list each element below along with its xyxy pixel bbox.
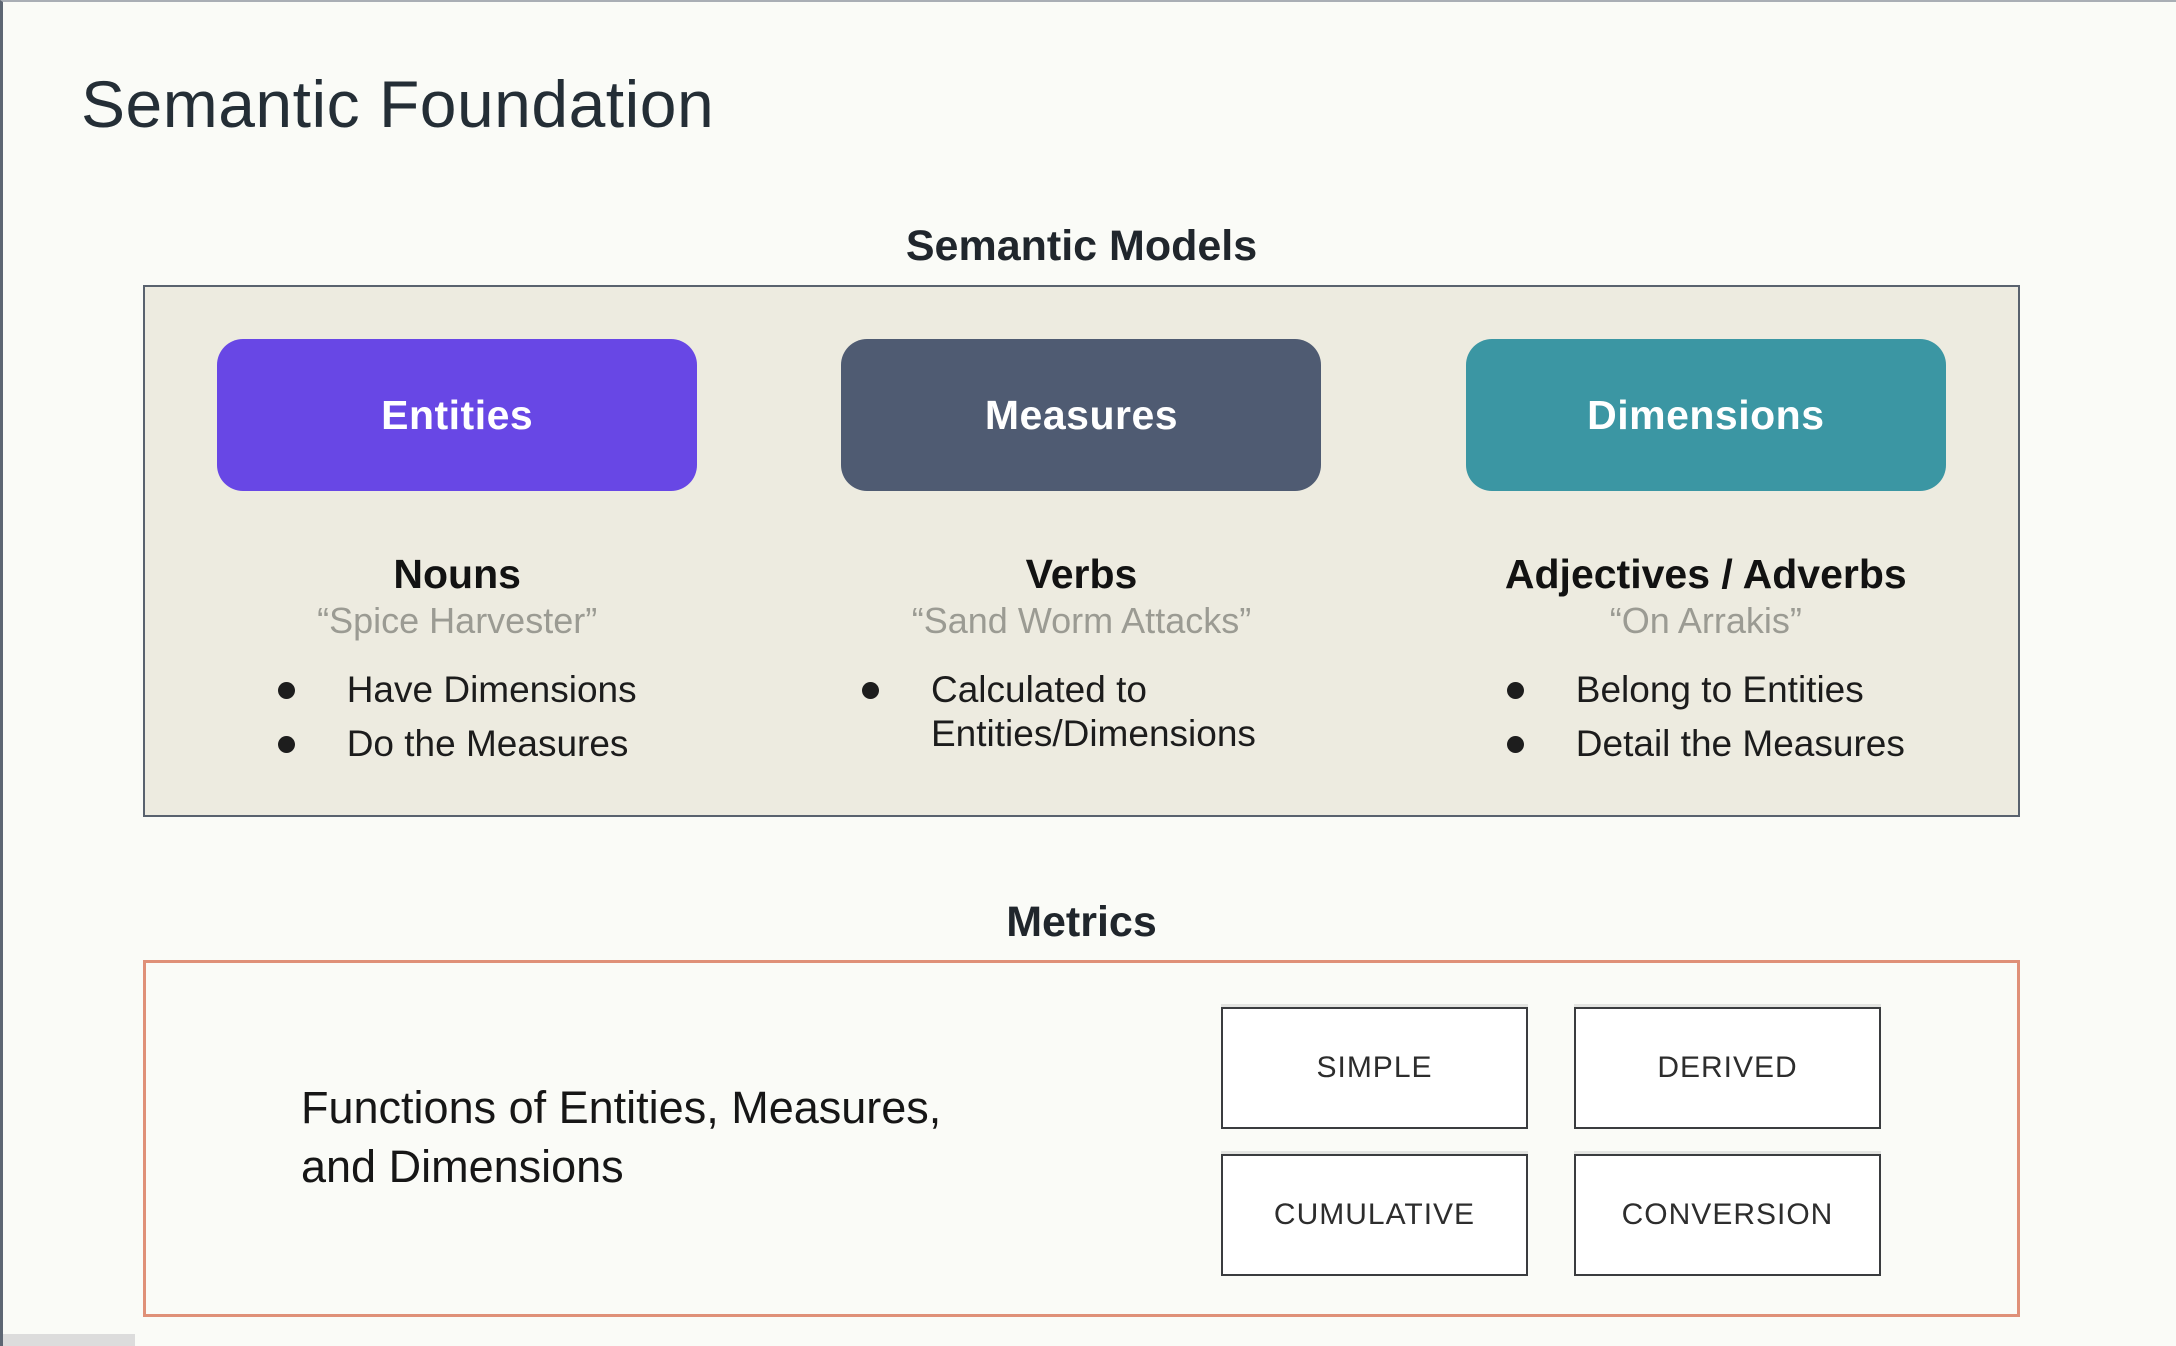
dimensions-quote: “On Arrakis” <box>1609 600 1802 641</box>
bullet-item: Belong to Entities <box>1506 668 1905 712</box>
bullet-dot-icon <box>861 682 879 699</box>
metric-type-box-conversion: CONVERSION <box>1574 1154 1881 1276</box>
bullet-text: Have Dimensions <box>346 669 637 710</box>
dimensions-pill: Dimensions <box>1465 339 1946 491</box>
entities-pill: Entities <box>217 339 698 491</box>
page-title: Semantic Foundation <box>81 67 715 141</box>
metric-type-box-derived: DERIVED <box>1574 1007 1881 1129</box>
entities-quote: “Spice Harvester” <box>317 600 598 641</box>
functions-description-line2: and Dimensions <box>301 1140 624 1192</box>
dimensions-word-class: Adjectives / Adverbs <box>1504 551 1907 597</box>
measures-pill: Measures <box>841 339 1322 491</box>
bullet-text: Do the Measures <box>346 722 629 764</box>
dimensions-column: Dimensions Adjectives / Adverbs “On Arra… <box>1394 287 2018 815</box>
semantic-models-panel: Entities Nouns “Spice Harvester” Have Di… <box>143 285 2020 817</box>
metrics-label: Metrics <box>1006 898 1157 946</box>
bullet-text: Detail the Measures <box>1575 722 1905 764</box>
bullet-dot-icon <box>1506 735 1524 753</box>
bullet-item: Have Dimensions <box>277 668 637 712</box>
bullet-dot-icon <box>277 682 295 699</box>
functions-description: Functions of Entities, Measures, and Dim… <box>301 1079 941 1196</box>
bullet-item: Calculated to Entities/Dimensions <box>861 668 1301 755</box>
dimensions-bullet-list: Belong to Entities Detail the Measures <box>1506 668 1905 766</box>
measures-word-class: Verbs <box>1025 551 1138 597</box>
bullet-text: Calculated to Entities/Dimensions <box>930 669 1256 754</box>
measures-quote: “Sand Worm Attacks” <box>911 600 1252 641</box>
bullet-dot-icon <box>1506 682 1524 699</box>
measures-column: Measures Verbs “Sand Worm Attacks” Calcu… <box>769 287 1393 815</box>
bullet-dot-icon <box>277 735 295 753</box>
entities-bullet-list: Have Dimensions Do the Measures <box>277 668 637 766</box>
entities-column: Entities Nouns “Spice Harvester” Have Di… <box>145 287 769 815</box>
entities-word-class: Nouns <box>393 551 521 597</box>
bullet-item: Detail the Measures <box>1506 722 1905 766</box>
bottom-edge-artifact <box>3 1334 135 1346</box>
bullet-item: Do the Measures <box>277 722 637 766</box>
measures-bullet-list: Calculated to Entities/Dimensions <box>861 668 1301 755</box>
functions-description-line1: Functions of Entities, Measures, <box>301 1082 942 1133</box>
metrics-panel: Functions of Entities, Measures, and Dim… <box>143 960 2020 1317</box>
semantic-models-label: Semantic Models <box>905 222 1258 270</box>
bullet-text: Belong to Entities <box>1575 669 1864 710</box>
metric-type-box-cumulative: CUMULATIVE <box>1221 1154 1528 1276</box>
metric-type-grid: SIMPLE DERIVED CUMULATIVE CONVERSION <box>1221 1007 1881 1276</box>
metric-type-box-simple: SIMPLE <box>1221 1007 1528 1129</box>
